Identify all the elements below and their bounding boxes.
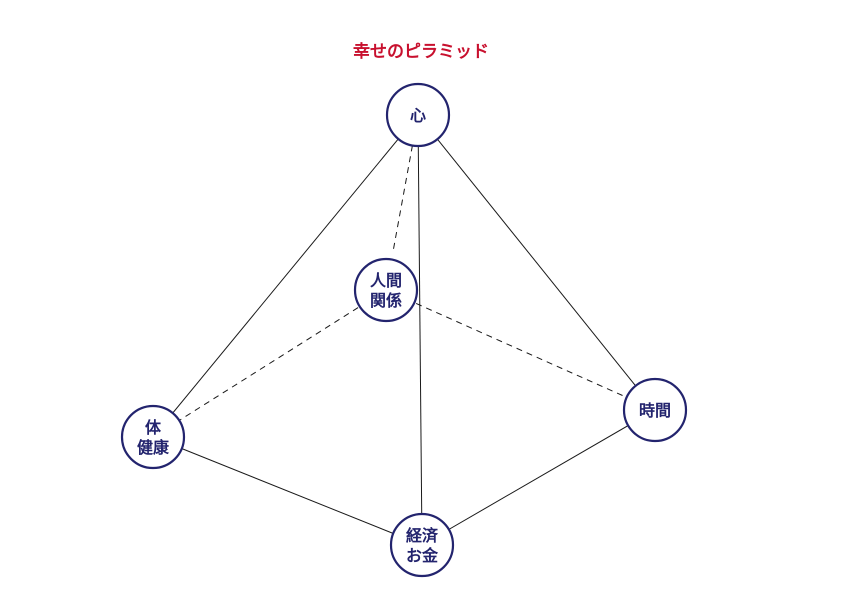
node-heart: 心	[385, 82, 451, 148]
edge-heart-relationships	[392, 145, 413, 251]
edge-time-money	[421, 409, 656, 546]
node-label-relationships-1: 関係	[370, 291, 402, 310]
node-circle-relationships	[353, 257, 419, 323]
diagram-title: 幸せのピラミッド	[353, 41, 489, 62]
edges-layer	[152, 114, 656, 546]
node-circle-heart	[385, 82, 451, 148]
edge-heart-health	[152, 114, 419, 438]
node-label-health-0: 体	[145, 418, 162, 437]
edge-heart-time	[417, 114, 656, 411]
node-label-time-0: 時間	[639, 401, 671, 420]
edge-heart-money	[417, 114, 423, 546]
node-label-heart-0: 心	[410, 106, 426, 125]
edge-relationships-health	[178, 307, 359, 422]
node-circle-money	[389, 512, 455, 578]
node-label-relationships-0: 人間	[370, 271, 402, 290]
node-label-health-1: 健康	[137, 438, 170, 457]
edge-health-money	[152, 436, 423, 546]
node-time: 時間	[622, 377, 688, 443]
node-circle-time	[622, 377, 688, 443]
node-circle-health	[120, 404, 186, 470]
node-label-money-0: 経済	[406, 526, 439, 545]
node-health: 体健康	[120, 404, 186, 470]
node-label-money-1: お金	[406, 546, 439, 565]
edge-relationships-time	[415, 302, 626, 398]
